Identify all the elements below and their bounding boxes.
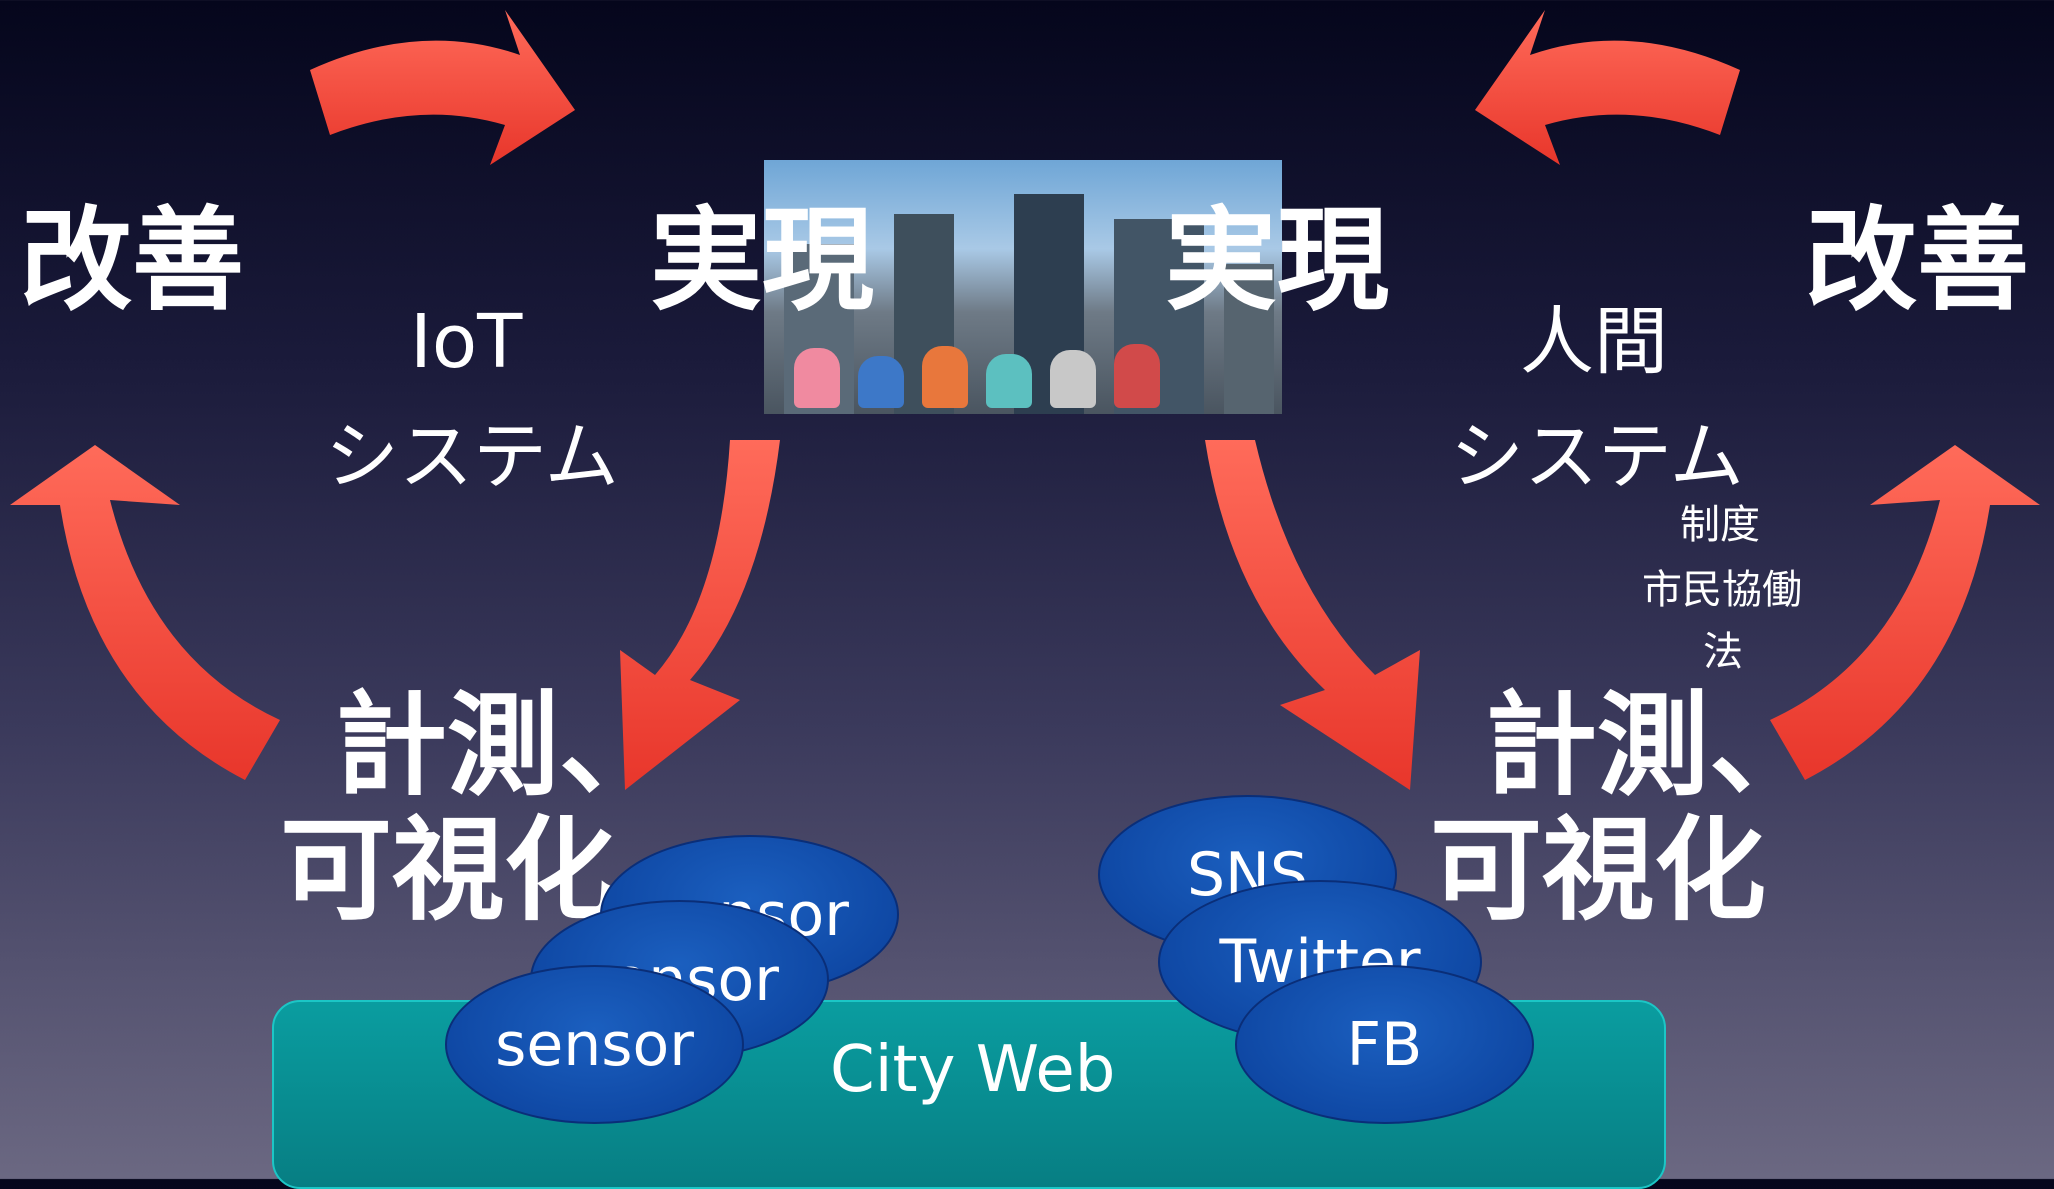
left-measure-2: 可視化 — [280, 806, 616, 936]
right-improve-label: 改善 — [1805, 196, 2029, 326]
right-measure-1: 計測、 — [1485, 681, 1821, 811]
left-system-title-1: IoT — [410, 299, 523, 385]
right-note-2: 市民協働 — [1642, 567, 1802, 613]
right-note-1: 制度 — [1680, 502, 1760, 548]
left-realize-label: 実現 — [650, 196, 874, 326]
arrow-center-left-down — [620, 440, 780, 790]
city-people-illustration — [764, 160, 1282, 414]
building — [1224, 264, 1274, 414]
arrow-left-up — [10, 445, 280, 780]
left-system-title-2: システム — [325, 414, 619, 500]
left-measure-1: 計測、 — [335, 681, 671, 811]
right-system-title-2: システム — [1450, 414, 1744, 500]
right-system-title-1: 人間 — [1520, 299, 1668, 385]
right-realize-label: 実現 — [1165, 196, 1389, 326]
arrow-center-right-down — [1205, 440, 1420, 790]
people-group — [794, 338, 1254, 408]
arrow-top-right — [1475, 10, 1740, 165]
fb-oval: FB — [1235, 965, 1534, 1124]
right-note-3: 法 — [1703, 629, 1743, 675]
left-improve-label: 改善 — [20, 196, 244, 326]
sensor-oval: sensor — [445, 965, 744, 1124]
city-web-label: City Web — [830, 1033, 1116, 1107]
arrow-top-left — [310, 10, 575, 165]
right-measure-2: 可視化 — [1430, 806, 1766, 936]
arrow-right-up — [1770, 445, 2040, 780]
